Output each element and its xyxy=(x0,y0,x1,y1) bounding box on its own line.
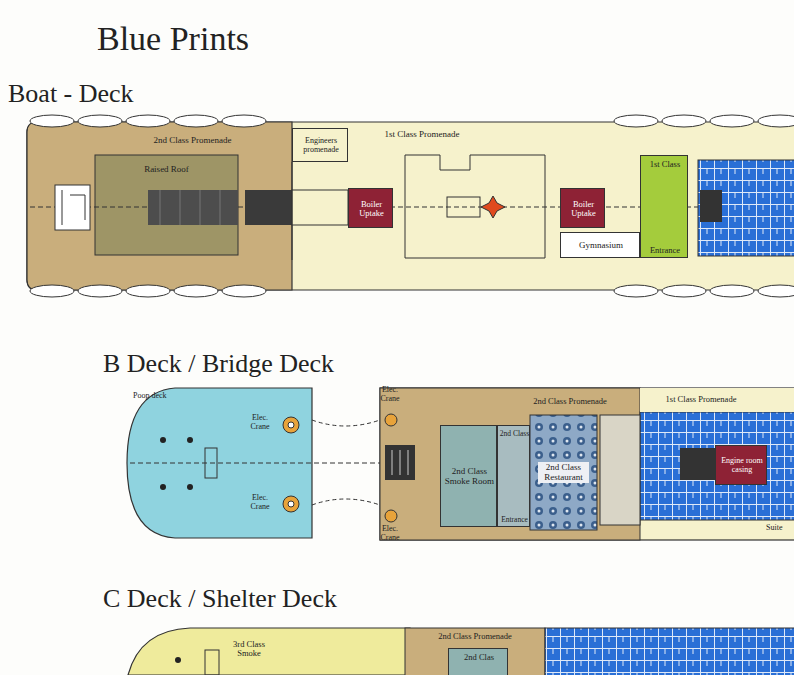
deck-region: 2nd Class PromenadeRaised Roof xyxy=(27,122,292,290)
room-box: Boiler Uptake xyxy=(348,188,393,228)
room-label: 2nd Class Promenade xyxy=(420,632,530,641)
room-box: Gymnasium xyxy=(560,232,640,258)
room-label: Entrance xyxy=(642,246,688,255)
crane-label: Elec. Crane xyxy=(374,386,406,404)
deck-region: 1st Class PromenadeBoiler Uptake Boiler U… xyxy=(292,122,640,290)
room-box: Engineers promenade xyxy=(292,128,348,162)
deck-region: 2nd Class Promenade2nd Class Smoke Room2… xyxy=(380,388,640,540)
room-label: Engineers promenade xyxy=(294,137,348,155)
room-box: 2nd Class Restaurant xyxy=(530,415,597,530)
diagram-title: Blue Prints xyxy=(97,20,249,57)
boat-deck-hull xyxy=(27,115,794,297)
area-label: Suite xyxy=(766,524,782,533)
room-box: Raised Roof xyxy=(95,155,238,255)
room-box: 2nd Clas xyxy=(448,648,508,675)
room-box: 2nd Class Smoke Room xyxy=(440,425,497,527)
area-label: Poop deck xyxy=(133,392,167,401)
room-label: 1st Class Promenade xyxy=(646,395,756,404)
room-box: Engine room casing xyxy=(715,445,767,485)
section-heading: Boat - Deck xyxy=(8,80,134,109)
room-label: 1st Class Promenade xyxy=(362,130,482,140)
room-label: 1st Class xyxy=(642,160,688,169)
room-label: Engine room casing xyxy=(717,457,767,475)
room-box: Boiler Uptake xyxy=(560,188,605,228)
room-label: 2nd Class Promenade xyxy=(520,397,620,406)
shelter-deck-hull xyxy=(128,628,794,675)
room-label: 3rd Class Smoke xyxy=(224,640,274,659)
crane-label: Elec. Crane xyxy=(374,525,406,543)
room-label: Raised Roof xyxy=(95,165,238,175)
section-heading: B Deck / Bridge Deck xyxy=(103,350,334,379)
room-label: 2nd Class xyxy=(498,430,531,438)
deck-region: 1st Class Promenade xyxy=(640,388,794,412)
deck-region: 2nd Class Promenade 2nd Clas xyxy=(405,628,545,675)
room-label: Entrance xyxy=(498,516,531,524)
room-label: Boiler Uptake xyxy=(562,200,605,219)
bridge-deck-hull xyxy=(127,388,794,540)
room-label: 2nd Class Promenade xyxy=(120,136,265,146)
room-label: 2nd Class Smoke Room xyxy=(443,467,496,487)
crane-label: Elec. Crane xyxy=(244,494,276,512)
room-box: 2nd ClassEntrance xyxy=(497,425,530,527)
room-label: 2nd Clas xyxy=(450,653,508,662)
room-label: Boiler Uptake xyxy=(350,200,393,219)
entrance-box: 1st ClassEntrance xyxy=(640,155,688,258)
room-label: Gymnasium xyxy=(562,241,640,251)
section-heading: C Deck / Shelter Deck xyxy=(103,585,337,614)
crane-label: Elec. Crane xyxy=(244,414,276,432)
deck-region: 3rd Class Smoke xyxy=(128,628,410,675)
room-label: 2nd Class Restaurant xyxy=(538,462,589,484)
